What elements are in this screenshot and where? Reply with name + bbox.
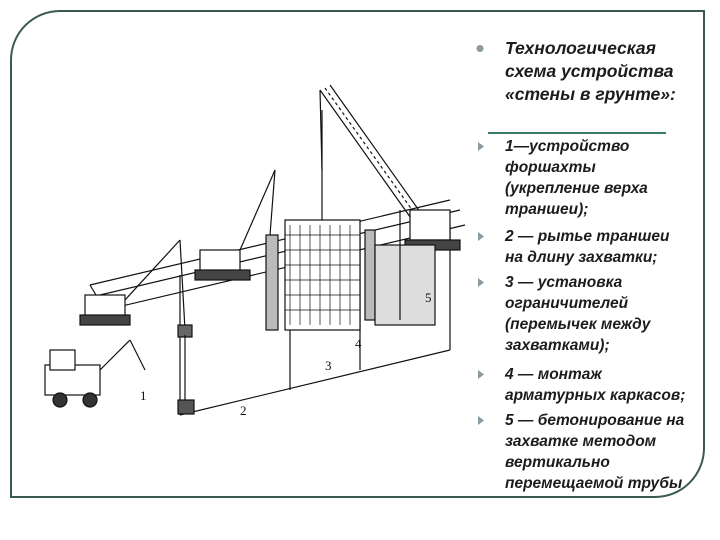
item-line: (укрепление верха [505,180,648,197]
excavator-front [44,339,146,408]
title-line: схема устройства [505,61,674,81]
list-item-5: 5 — бетонирование на захватке методом ве… [505,410,715,494]
title-line: Технологическая [505,38,656,58]
diagram-label-2: 2 [240,403,247,418]
item-line: захватке методом [505,433,657,450]
item-line: (перемычек между [505,316,651,333]
bullet-icon [477,277,485,288]
item-line: вертикально [505,454,610,471]
trench-wall-diagram: 1 2 3 4 5 [44,84,466,418]
stop-end-pipe [265,234,279,331]
concrete-section [374,244,436,326]
item-line: на длину захватки; [505,249,658,266]
list-item-3: 3 — установка ограничителей (перемычек м… [505,272,715,356]
item-line: форшахты [505,159,596,176]
slide-frame [10,10,705,498]
item-line: захватками); [505,337,610,354]
stop-end-pipe-2 [364,229,376,321]
reinforcement-cage [284,110,361,331]
title-divider [488,132,666,134]
list-item-2: 2 — рытье траншеи на длину захватки; [505,226,715,268]
diagram-label-5: 5 [425,290,432,305]
diagram-label-3: 3 [325,358,332,373]
item-line: перемещаемой трубы [505,475,683,492]
item-line: ограничителей [505,295,629,312]
title-bullet [476,43,484,54]
bullet-icon [477,415,485,426]
bullet-icon [477,231,485,242]
excavator-grab [177,169,276,415]
diagram-label-4: 4 [355,336,362,351]
list-item-4: 4 — монтаж арматурных каркасов; [505,364,715,406]
diagram-label-1: 1 [140,388,147,403]
bullet-icon [477,141,485,152]
bullet-icon [477,369,485,380]
item-line: арматурных каркасов; [505,387,686,404]
item-line: 4 — монтаж [505,366,602,383]
item-line: 3 — установка [505,274,623,291]
item-line: 2 — рытье траншеи [505,228,670,245]
item-line: 1—устройство [505,138,630,155]
slide-title: Технологическая схема устройства «стены … [505,37,705,106]
excavator-clamshell [79,239,193,338]
list-item-1: 1—устройство форшахты (укрепление верха … [505,136,715,220]
item-line: траншеи); [505,201,589,218]
title-line: «стены в грунте»: [505,84,676,104]
item-line: 5 — бетонирование на [505,412,685,429]
